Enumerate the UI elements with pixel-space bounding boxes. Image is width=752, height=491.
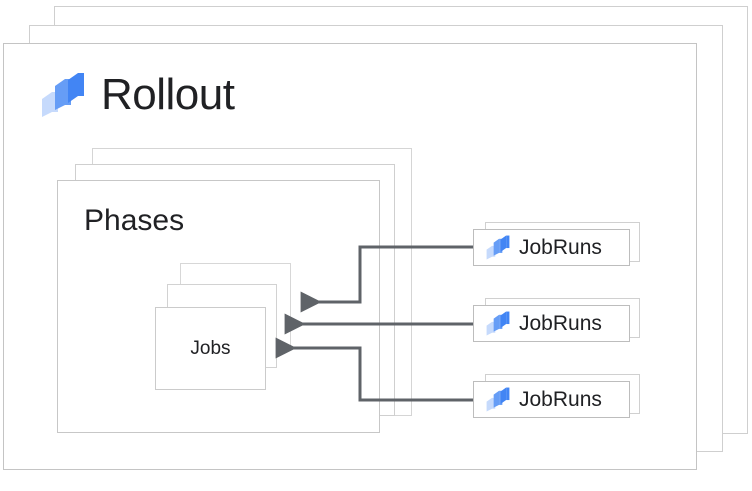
phases-title: Phases (84, 204, 185, 237)
jobruns-card-2[interactable]: JobRuns (473, 305, 630, 342)
jobruns-label-2: JobRuns (519, 312, 602, 335)
rollout-slabs-icon (486, 235, 510, 260)
rollout-slabs-icon (486, 387, 510, 412)
jobs-title: Jobs (190, 337, 231, 359)
rollout-slabs-icon (486, 311, 510, 336)
jobruns-card-3[interactable]: JobRuns (473, 381, 630, 418)
rollout-title: Rollout (101, 70, 235, 119)
jobruns-label-3: JobRuns (519, 388, 602, 411)
jobruns-label-1: JobRuns (519, 236, 602, 259)
rollout-slabs-icon (41, 72, 85, 118)
rollout-title-row: Rollout (41, 66, 235, 124)
jobruns-card-1[interactable]: JobRuns (473, 229, 630, 266)
jobs-card-layer-1 (155, 307, 266, 390)
